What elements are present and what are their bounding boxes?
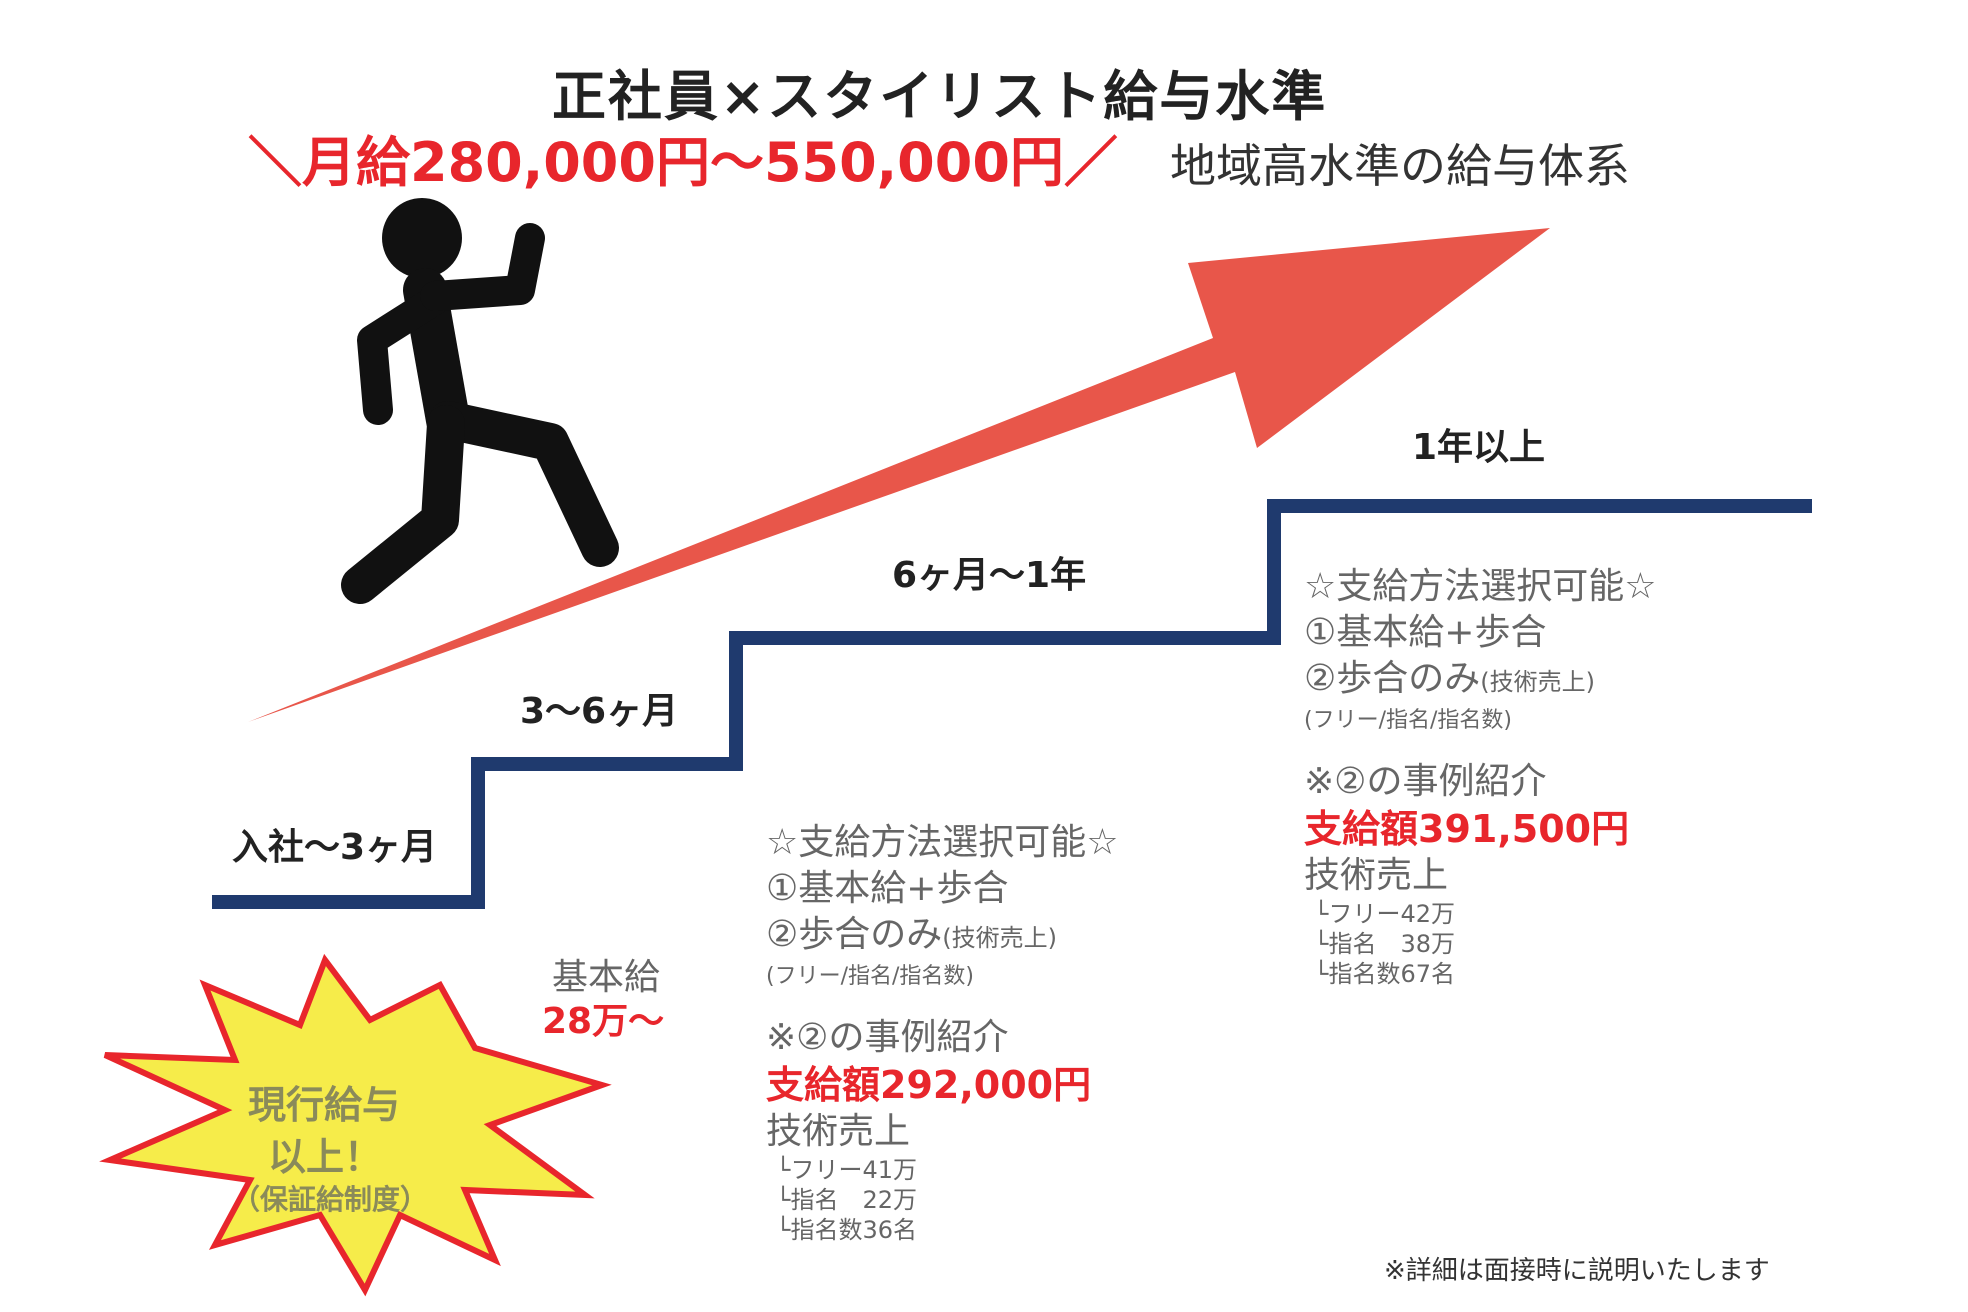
stage-label-4: 1年以上: [1412, 427, 1546, 468]
mid-heading: ☆支給方法選択可能☆: [766, 822, 1119, 863]
stage-label-2: 3〜6ヶ月: [520, 691, 679, 732]
stair-line: [212, 499, 1812, 909]
mid-item-3: └指名数36名: [776, 1216, 917, 1244]
burst-line-3: （保証給制度）: [232, 1183, 429, 1216]
stage-label-3: 6ヶ月〜1年: [892, 555, 1087, 596]
mid-option-2: ②歩合のみ: [766, 914, 943, 955]
right-option-2-sub: (フリー/指名/指名数): [1304, 708, 1512, 733]
salary-range: ＼月給280,000円〜550,000円／: [248, 131, 1118, 194]
burst-line-1: 現行給与: [248, 1083, 401, 1127]
mid-option-1: ①基本給+歩合: [766, 868, 1009, 909]
right-option-1: ①基本給+歩合: [1304, 612, 1547, 653]
right-amount: 支給額391,500円: [1304, 807, 1630, 851]
climbing-person-icon: [341, 198, 619, 604]
mid-info-block: ☆支給方法選択可能☆ ①基本給+歩合 ②歩合のみ(技術売上) (フリー/指名/指…: [766, 820, 1119, 1245]
mid-amount: 支給額292,000円: [766, 1063, 1092, 1107]
right-info-block: ☆支給方法選択可能☆ ①基本給+歩合 ②歩合のみ(技術売上) (フリー/指名/指…: [1304, 564, 1657, 989]
mid-item-2: └指名 22万: [776, 1186, 917, 1214]
right-heading: ☆支給方法選択可能☆: [1304, 566, 1657, 607]
right-example-title: ※②の事例紹介: [1304, 761, 1547, 802]
base-salary-label: 基本給: [552, 957, 661, 998]
rising-arrow-icon: [248, 228, 1550, 722]
burst-line-2: 以上！: [268, 1135, 383, 1179]
right-item-3: └指名数67名: [1314, 960, 1455, 988]
range-note: 地域高水準の給与体系: [1170, 139, 1630, 193]
stage-label-1: 入社〜3ヶ月: [232, 827, 438, 868]
footer-note: ※詳細は面接時に説明いたします: [1384, 1256, 1770, 1286]
starburst-icon: [99, 953, 612, 1297]
mid-item-1: └フリー41万: [776, 1156, 917, 1184]
mid-option-2-sub: (フリー/指名/指名数): [766, 964, 974, 989]
right-option-2: ②歩合のみ: [1304, 658, 1481, 699]
page-title: 正社員×スタイリスト給与水準: [552, 65, 1328, 128]
right-sales-label: 技術売上: [1304, 855, 1449, 896]
base-salary-value: 28万〜: [542, 1001, 665, 1042]
mid-option-2-note: (技術売上): [942, 924, 1058, 952]
right-option-2-note: (技術売上): [1480, 668, 1596, 696]
right-item-2: └指名 38万: [1314, 930, 1455, 958]
right-item-1: └フリー42万: [1314, 900, 1455, 928]
mid-example-title: ※②の事例紹介: [766, 1017, 1009, 1058]
mid-sales-label: 技術売上: [766, 1111, 911, 1152]
